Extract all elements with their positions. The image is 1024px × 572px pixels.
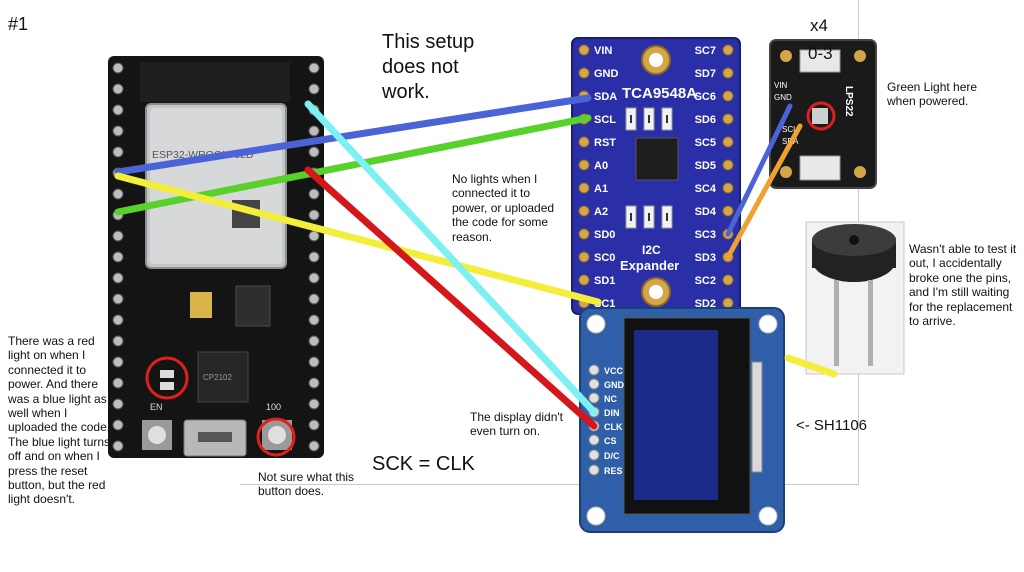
tca9548a-board: VIN GND SDA SCL RST A0 A1 A2 SD0 SC0 SD1… <box>571 37 741 315</box>
esp32-led-red <box>160 370 174 378</box>
lps22-range-label: 0-3 <box>808 44 833 63</box>
esp32-usb-slot <box>198 432 232 442</box>
tca-title: TCA9548A <box>622 85 697 102</box>
tca-pin-label: SD3 <box>695 252 716 264</box>
esp32-regulator <box>190 292 212 318</box>
tca-pin-label: SDA <box>594 91 617 103</box>
tca-pin-label: SC0 <box>594 252 615 264</box>
oled-pin-label: GND <box>604 380 625 390</box>
lps22-connector-top <box>799 49 841 73</box>
tca-pin-label: A2 <box>594 206 608 218</box>
wires <box>114 94 838 430</box>
wire-cyan-clk <box>304 100 598 416</box>
esp32-led-blue <box>160 382 174 390</box>
tca-resistors-top <box>625 107 673 131</box>
oled-pin-label: CS <box>604 436 617 446</box>
oled-pin-holes <box>588 364 600 476</box>
tca-subtitle-2: Expander <box>620 258 679 273</box>
expander-note: No lights when I connected it to power, … <box>452 172 555 244</box>
tca-pin-label: SCL <box>594 114 616 126</box>
tca-pin-label: SD0 <box>594 229 615 241</box>
esp32-usb-chip <box>197 351 249 403</box>
esp32-boot-label: 100 <box>266 402 281 412</box>
tca-subtitle-1: I2C <box>642 243 661 257</box>
esp32-led-note: There was a red light on when I connecte… <box>8 334 111 507</box>
buzzer-note: Wasn't able to test it out, I accidental… <box>909 242 1017 328</box>
tca-pin-label: SD4 <box>695 206 717 218</box>
tca-pin-label: GND <box>594 68 619 80</box>
wire-orange-sd3 <box>725 123 803 260</box>
tca-pin-label: A0 <box>594 160 608 172</box>
wire-yellow-power <box>114 172 602 306</box>
esp32-boot-button-cap <box>268 426 286 444</box>
esp32-chip-label: CP2102 <box>203 373 232 382</box>
lps22-pin-label: VIN <box>774 81 788 90</box>
oled-pin-label: VCC <box>604 366 624 376</box>
esp32-en-label: EN <box>150 402 163 412</box>
tca-pin-label: SC2 <box>695 275 716 287</box>
lps22-count-label: x4 <box>810 16 828 35</box>
lps22-sensor-chip <box>812 108 828 124</box>
tca-pin-label: SC3 <box>695 229 716 241</box>
lps22-pin-label: GND <box>774 93 792 102</box>
oled-flex-cable <box>751 361 763 473</box>
oled-pin-label: NC <box>604 394 617 404</box>
esp32-led-highlight-circle <box>145 356 189 400</box>
oled-note: The display didn't even turn on. <box>470 410 564 439</box>
oled-screen <box>634 330 718 500</box>
buzzer-pin-left <box>834 280 839 366</box>
tca-pin-label: SD7 <box>695 68 716 80</box>
lps22-title: LPS22 <box>843 86 854 117</box>
esp32-ldo <box>235 285 271 327</box>
tca-pin-label: SD5 <box>695 160 716 172</box>
diagram-id-label: #1 <box>8 14 29 34</box>
esp32-button-highlight-circle <box>256 417 296 457</box>
wire-yellow-buzzer <box>784 354 838 378</box>
esp32-antenna <box>140 62 290 102</box>
tca-pin-label: SC4 <box>695 183 717 195</box>
tca-pin-label: SC7 <box>695 45 716 57</box>
oled-pin-label: DIN <box>604 408 620 418</box>
tca-mount-hole-top-inner <box>649 53 663 67</box>
oled-pin-label: RES <box>604 466 623 476</box>
buzzer-hole <box>849 235 859 245</box>
tca-pin-label: A1 <box>594 183 608 195</box>
oled-pin-labels: VCC GND NC DIN CLK CS D/C RES <box>604 366 625 476</box>
tca-resistors-bottom <box>625 205 673 229</box>
tca-pin-label: SC5 <box>695 137 716 149</box>
sck-clk-note: SCK = CLK <box>372 453 475 475</box>
tca-pin-label: VIN <box>594 45 612 57</box>
lps22-led-highlight-circle <box>806 101 836 131</box>
lps22-board: VIN GND SCL SDA LPS22 <box>769 39 877 189</box>
tca-mount-hole-bottom-inner <box>649 285 663 299</box>
esp32-board: ESP32-WROOM-32D CP2102 EN 100 <box>108 56 324 458</box>
tca-pin-label: RST <box>594 137 616 149</box>
tca-pin-label: SD6 <box>695 114 716 126</box>
lps22-note: Green Light here when powered. <box>887 80 978 109</box>
wire-blue-sda <box>114 94 592 176</box>
display-model-label: <- SH1106 <box>796 417 868 434</box>
buzzer-pin-right <box>868 280 873 366</box>
wire-blue-sc3 <box>725 103 793 237</box>
oled-pin-label: D/C <box>604 451 620 461</box>
tca-pin-label: SC6 <box>695 91 716 103</box>
tca-pin-label: SD1 <box>594 275 615 287</box>
oled-pin-label: CLK <box>604 422 623 432</box>
esp32-button-note: Not sure what this button does. <box>258 470 355 499</box>
lps22-connector-bottom <box>799 155 841 181</box>
setup-note: This setup does not work. <box>382 31 475 103</box>
tca-chip <box>635 137 679 181</box>
wire-red-din <box>304 166 598 430</box>
buzzer-photo <box>805 221 905 375</box>
esp32-en-button-cap <box>148 426 166 444</box>
lps22-pin-label: SCL <box>782 125 798 134</box>
frame-bottom-edge <box>240 484 859 485</box>
tca-right-pin-labels: SC7 SD7 SC6 SD6 SC5 SD5 SC4 SD4 SC3 SD3 … <box>695 45 717 310</box>
oled-board: VCC GND NC DIN CLK CS D/C RES <box>579 307 785 533</box>
